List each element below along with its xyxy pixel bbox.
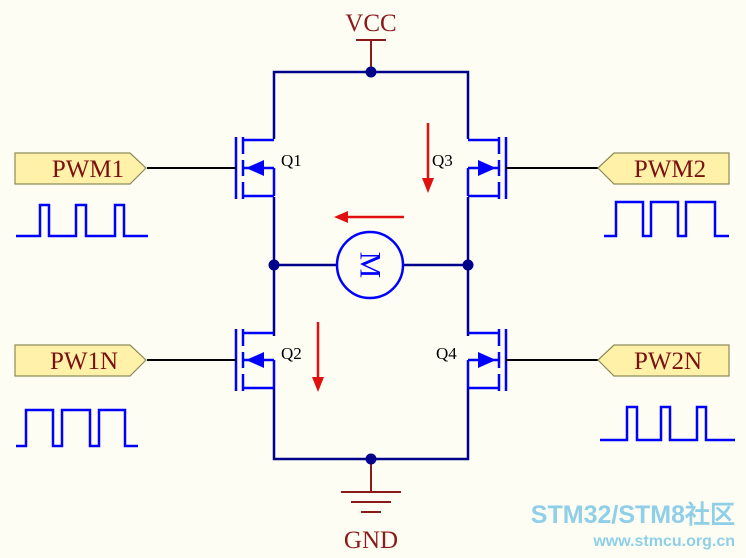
current-arrow-q2 <box>312 322 324 392</box>
pwm1-label: PWM1 <box>52 156 124 183</box>
motor-label: M <box>354 252 387 279</box>
top-rail-wire <box>272 70 470 139</box>
q1-label: Q1 <box>281 151 302 170</box>
pwm1-tag <box>14 152 147 185</box>
current-arrow-motor <box>334 211 404 223</box>
vcc-symbol: VCC <box>345 10 397 72</box>
input-pwm2: PWM2 <box>597 152 730 185</box>
pwm2-waveform <box>604 200 729 238</box>
transistor-q1: Q1 <box>147 137 302 199</box>
motor-circle <box>335 230 405 300</box>
input-pwm1: PWM1 <box>14 152 147 185</box>
gnd-symbol: GND <box>341 460 401 554</box>
junction-right <box>462 259 474 271</box>
pw2n-label: PW2N <box>634 348 702 375</box>
current-arrow-q3 <box>422 123 434 193</box>
q2-channel-arrow <box>246 352 264 368</box>
pw1n-tag <box>14 344 147 377</box>
q4-label: Q4 <box>436 344 457 363</box>
pw1n-waveform <box>16 408 138 448</box>
vcc-label: VCC <box>345 10 396 37</box>
pwm2-tag <box>597 152 730 185</box>
input-pw2n: PW2N <box>597 344 730 377</box>
junction-left <box>268 259 280 271</box>
q1-channel-arrow <box>246 160 264 176</box>
gnd-label: GND <box>344 527 398 554</box>
pw1n-label: PW1N <box>50 348 118 375</box>
q3-label: Q3 <box>432 151 453 170</box>
pwm1-waveform <box>16 203 148 238</box>
transistor-q3: Q3 <box>432 137 598 199</box>
q3-channel-arrow <box>478 160 496 176</box>
input-pw1n: PW1N <box>14 344 147 377</box>
bottom-rail-wire <box>272 388 470 461</box>
pwm2-label: PWM2 <box>634 156 706 183</box>
pw2n-tag <box>597 344 730 377</box>
bridge-wires <box>268 66 474 465</box>
motor: M <box>335 230 405 300</box>
junction-vcc <box>365 66 377 78</box>
watermark-url: www.stmcu.org.cn <box>592 533 735 550</box>
pw2n-waveform <box>600 405 735 442</box>
watermark-title: STM32/STM8社区 <box>531 500 735 529</box>
watermark: STM32/STM8社区 www.stmcu.org.cn <box>531 500 735 550</box>
q4-channel-arrow <box>478 352 496 368</box>
junction-gnd <box>365 453 377 465</box>
q2-label: Q2 <box>281 344 302 363</box>
transistor-q2: Q2 <box>147 329 302 391</box>
transistor-q4: Q4 <box>436 329 598 391</box>
